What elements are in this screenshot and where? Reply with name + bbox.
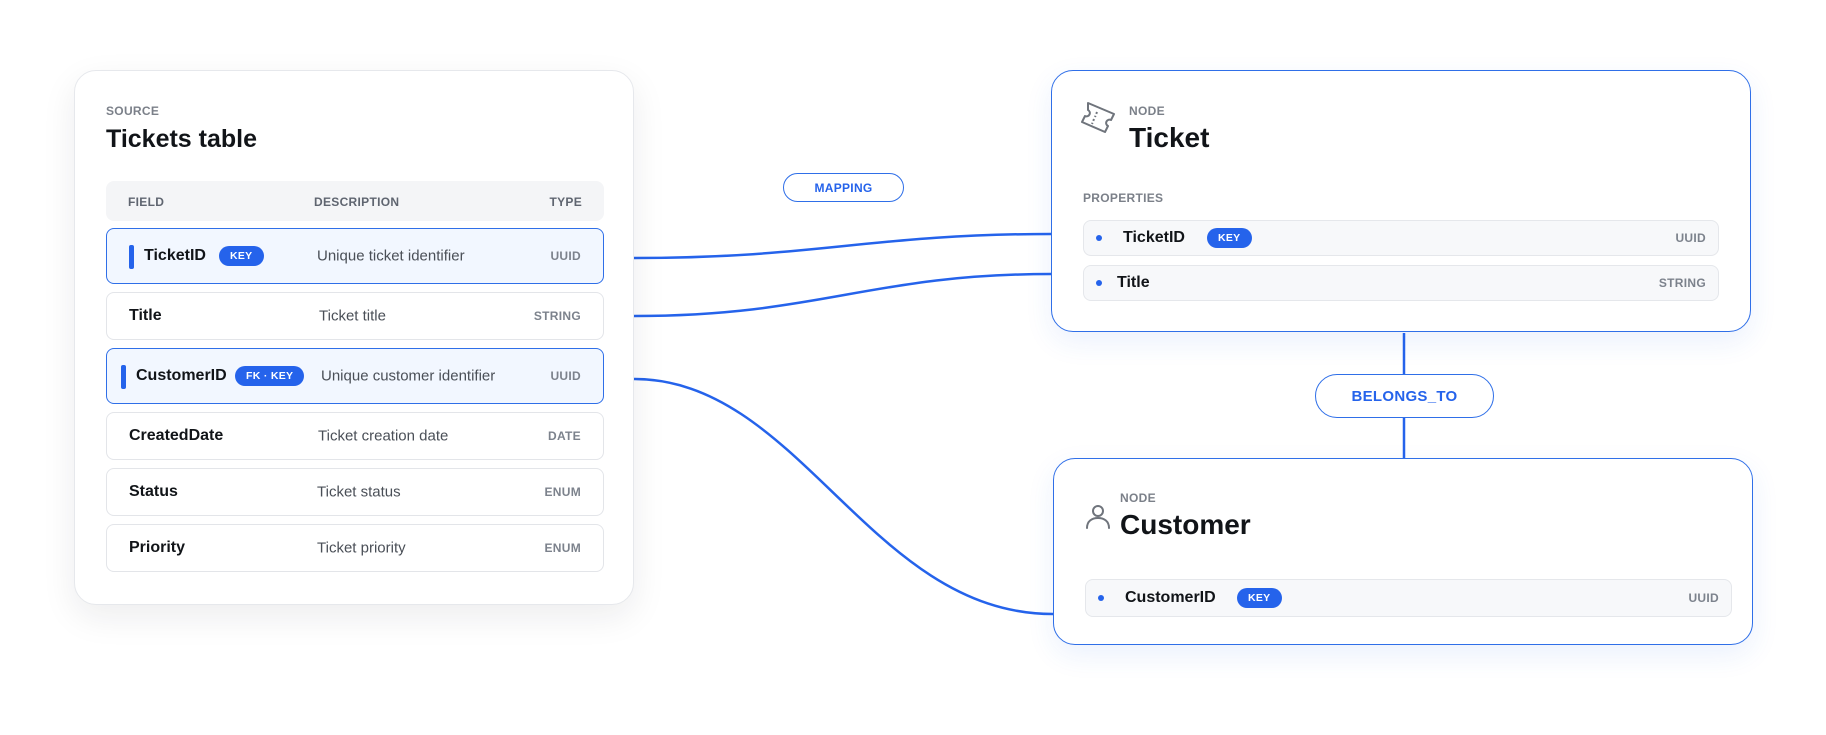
property-name: CustomerID bbox=[1125, 589, 1216, 606]
property-bullet bbox=[1096, 280, 1102, 286]
column-header-description: DESCRIPTION bbox=[314, 195, 400, 209]
field-row-priority[interactable]: Priority Ticket priority ENUM bbox=[106, 524, 604, 572]
table-header: FIELD DESCRIPTION TYPE bbox=[106, 181, 604, 221]
field-row-title[interactable]: Title Ticket title STRING bbox=[106, 292, 604, 340]
field-row-status[interactable]: Status Ticket status ENUM bbox=[106, 468, 604, 516]
field-row-ticketid[interactable]: TicketID KEY Unique ticket identifier UU… bbox=[106, 228, 604, 284]
field-description: Ticket priority bbox=[317, 539, 406, 557]
source-eyebrow: SOURCE bbox=[106, 104, 160, 118]
field-type: DATE bbox=[548, 429, 581, 443]
mapping-edge-title bbox=[633, 272, 1052, 318]
customer-node-eyebrow: NODE bbox=[1120, 491, 1156, 505]
field-row-customerid[interactable]: CustomerID FK · KEY Unique customer iden… bbox=[106, 348, 604, 404]
source-title: Tickets table bbox=[106, 125, 258, 153]
property-row-title[interactable]: Title STRING bbox=[1083, 265, 1719, 301]
row-accent-bar bbox=[121, 365, 126, 389]
field-row-createddate[interactable]: CreatedDate Ticket creation date DATE bbox=[106, 412, 604, 460]
mapping-edge-customerid bbox=[633, 377, 1054, 616]
mapping-edge-ticketid bbox=[633, 232, 1052, 260]
ticket-icon bbox=[1080, 98, 1118, 136]
property-bullet bbox=[1096, 235, 1102, 241]
field-description: Ticket creation date bbox=[318, 427, 449, 445]
field-type: UUID bbox=[550, 369, 581, 383]
column-header-field: FIELD bbox=[128, 195, 165, 209]
person-icon bbox=[1084, 502, 1112, 530]
field-description: Ticket status bbox=[317, 483, 401, 501]
field-name: CustomerID bbox=[136, 367, 227, 384]
key-badge: KEY bbox=[1207, 228, 1252, 248]
ticket-node-title: Ticket bbox=[1129, 122, 1210, 153]
fk-key-badge: FK · KEY bbox=[235, 366, 305, 386]
field-type: ENUM bbox=[544, 541, 581, 555]
field-name: TicketID bbox=[144, 247, 206, 264]
mapping-label[interactable]: MAPPING bbox=[783, 173, 904, 202]
ticket-node-eyebrow: NODE bbox=[1129, 104, 1165, 118]
key-badge: KEY bbox=[219, 246, 264, 266]
customer-node-card[interactable]: NODE Customer CustomerID KEY UUID bbox=[1053, 458, 1753, 645]
field-name: Title bbox=[129, 307, 162, 324]
field-type: STRING bbox=[533, 309, 581, 323]
property-type: UUID bbox=[1675, 231, 1706, 245]
property-name: TicketID bbox=[1123, 229, 1185, 246]
field-name: Priority bbox=[129, 539, 186, 556]
relationship-label[interactable]: BELONGS_TO bbox=[1315, 374, 1494, 418]
row-accent-bar bbox=[129, 245, 134, 269]
property-type: STRING bbox=[1658, 276, 1706, 290]
field-name: Status bbox=[129, 483, 178, 500]
field-type: ENUM bbox=[544, 485, 581, 499]
property-row-customerid[interactable]: CustomerID KEY UUID bbox=[1085, 579, 1732, 617]
customer-node-title: Customer bbox=[1120, 509, 1251, 540]
property-type: UUID bbox=[1688, 591, 1719, 605]
field-type: UUID bbox=[550, 249, 581, 263]
field-description: Unique customer identifier bbox=[321, 367, 496, 385]
property-row-ticketid[interactable]: TicketID KEY UUID bbox=[1083, 220, 1719, 256]
property-name: Title bbox=[1117, 274, 1150, 291]
source-table-card: SOURCE Tickets table FIELD DESCRIPTION T… bbox=[74, 70, 634, 605]
field-description: Unique ticket identifier bbox=[317, 247, 465, 265]
properties-label: PROPERTIES bbox=[1083, 191, 1164, 205]
key-badge: KEY bbox=[1237, 588, 1282, 608]
property-bullet bbox=[1098, 595, 1104, 601]
column-header-type: TYPE bbox=[549, 195, 582, 209]
field-name: CreatedDate bbox=[129, 427, 224, 444]
field-description: Ticket title bbox=[319, 307, 386, 325]
ticket-node-card[interactable]: NODE Ticket PROPERTIES TicketID KEY UUID… bbox=[1051, 70, 1751, 332]
